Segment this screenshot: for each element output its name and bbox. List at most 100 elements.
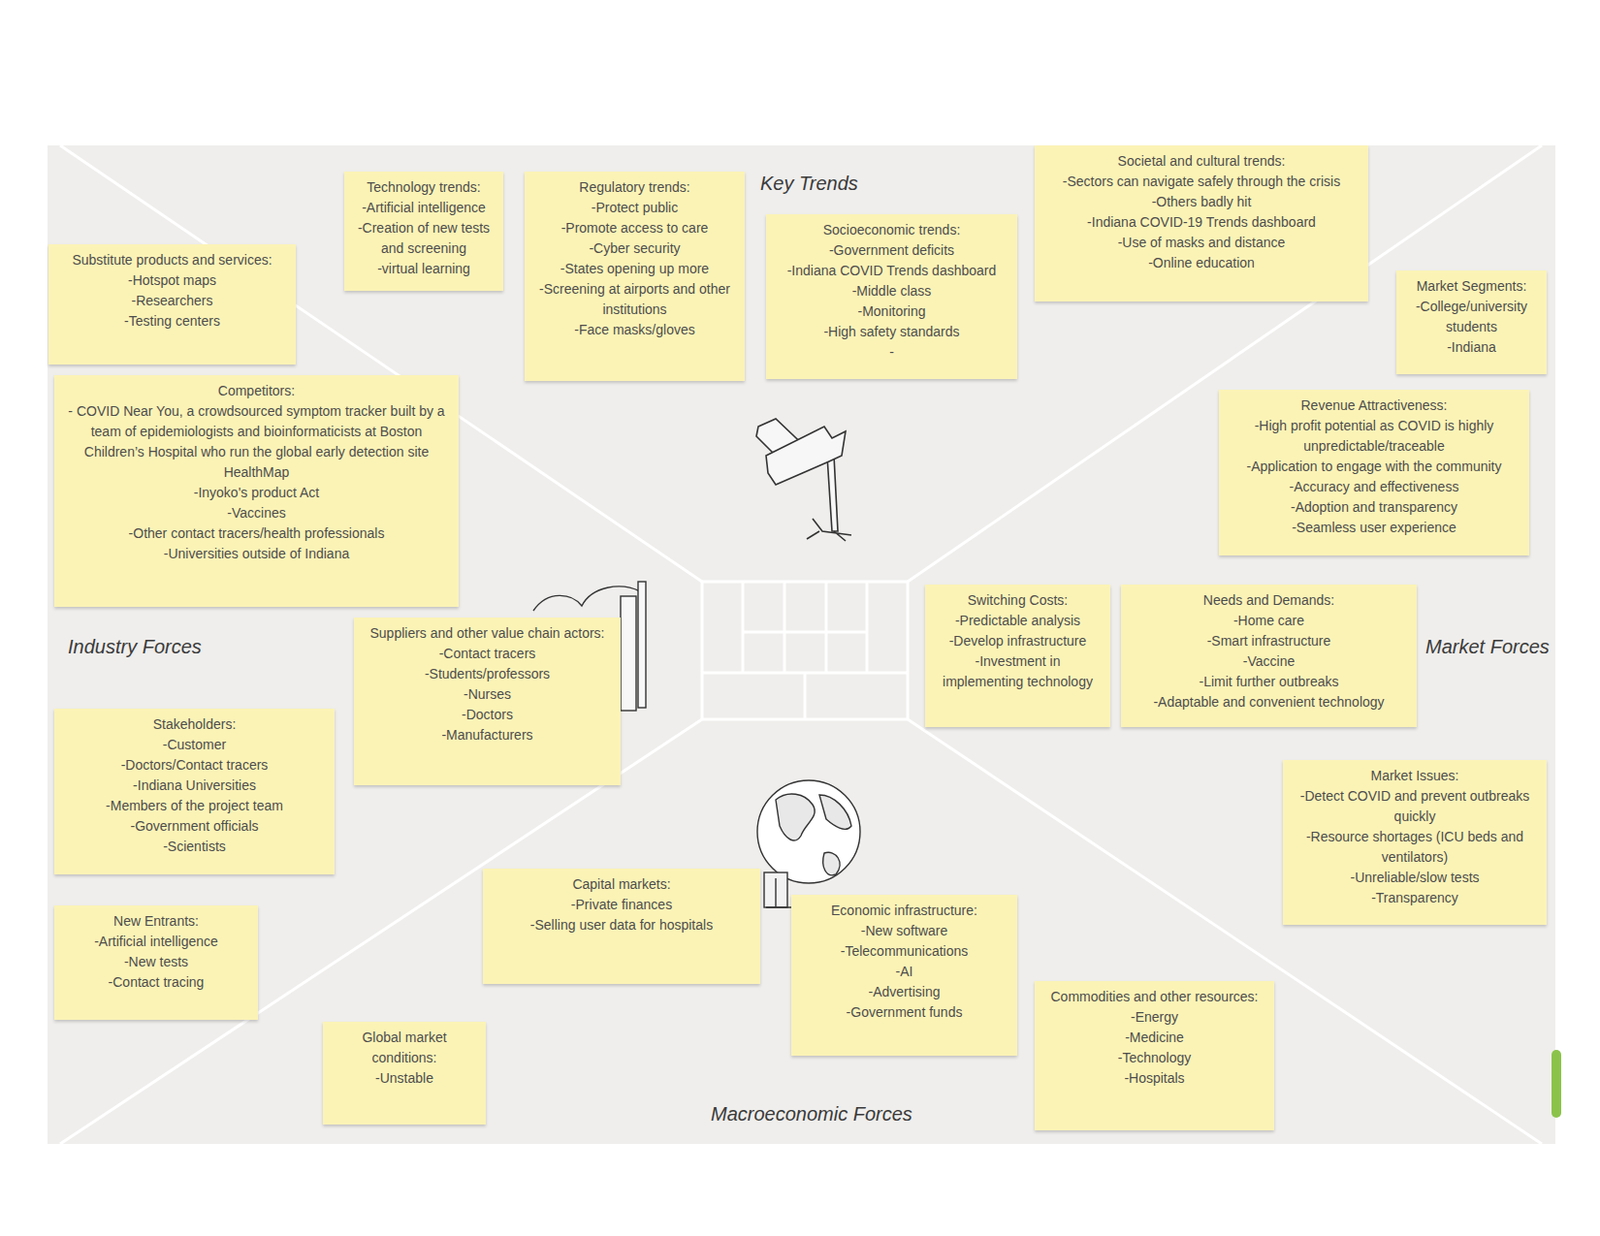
note-item: -Customer — [62, 735, 327, 756]
note-heading: Technology trends: — [352, 177, 496, 198]
side-tab — [1551, 1050, 1562, 1119]
note-item: -Government funds — [799, 1002, 1010, 1024]
note-item: -Other contact tracers/health profession… — [62, 523, 451, 544]
section-label: Industry Forces — [67, 636, 202, 659]
note-item: - COVID Near You, a crowdsourced symptom… — [62, 401, 451, 483]
note-item: -Government officials — [62, 816, 327, 837]
sticky-note: Switching Costs:-Predictable analysis-De… — [925, 584, 1111, 728]
note-item: -Use of masks and distance — [1042, 232, 1361, 254]
note-heading: Regulatory trends: — [532, 177, 737, 198]
note-item: -Develop infrastructure — [932, 631, 1103, 652]
note-item: -Seamless user experience — [1226, 517, 1522, 539]
note-item: -Universities outside of Indiana — [62, 544, 451, 565]
note-heading: Needs and Demands: — [1128, 590, 1409, 611]
section-label: Macroeconomic Forces — [710, 1103, 913, 1126]
sticky-note: Market Segments:-College/university stud… — [1396, 270, 1547, 375]
note-item: -Indiana — [1404, 337, 1539, 358]
note-item: -Indiana COVID Trends dashboard — [773, 260, 1010, 282]
note-item: -Unreliable/slow tests — [1290, 867, 1539, 889]
sticky-note: Suppliers and other value chain actors:-… — [353, 617, 621, 786]
note-item: -Promote access to care — [532, 218, 737, 239]
note-item: -Application to engage with the communit… — [1226, 456, 1522, 478]
sticky-note: Capital markets:-Private finances-Sellin… — [482, 868, 761, 985]
section-label: Market Forces — [1425, 636, 1550, 659]
note-item: -High safety standards — [773, 321, 1010, 343]
note-item: -Government deficits — [773, 240, 1010, 261]
note-item: -Accuracy and effectiveness — [1226, 477, 1522, 498]
note-item: -Indiana Universities — [62, 775, 327, 797]
note-item: -Adoption and transparency — [1226, 497, 1522, 518]
note-item: -Protect public — [532, 197, 737, 219]
note-item: -Contact tracers — [361, 643, 613, 665]
note-heading: Socioeconomic trends: — [773, 220, 1010, 241]
note-item: -Home care — [1128, 610, 1409, 632]
note-item: -New software — [799, 921, 1010, 942]
note-item: -Medicine — [1042, 1027, 1267, 1049]
note-item: -Inyoko's product Act — [62, 482, 451, 504]
note-item: -Hospitals — [1042, 1068, 1267, 1089]
note-heading: Switching Costs: — [932, 590, 1103, 611]
signpost-icon — [756, 418, 852, 542]
note-heading: Revenue Attractiveness: — [1226, 395, 1522, 416]
note-item: -Students/professors — [361, 664, 613, 685]
note-item: -Members of the project team — [62, 796, 327, 817]
globe-icon — [757, 780, 861, 908]
note-item: -Middle class — [773, 281, 1010, 302]
business-model-grid — [702, 581, 908, 720]
note-item: -virtual learning — [352, 258, 496, 280]
note-item: -Hotspot maps — [56, 270, 288, 291]
note-heading: Commodities and other resources: — [1042, 987, 1267, 1008]
canvas-panel — [47, 145, 1556, 1145]
section-label: Key Trends — [760, 172, 859, 195]
note-heading: Economic infrastructure: — [799, 900, 1010, 922]
note-heading: Stakeholders: — [62, 714, 327, 736]
sticky-note: New Entrants:-Artificial intelligence-Ne… — [54, 905, 258, 1021]
note-item: -Predictable analysis — [932, 610, 1103, 632]
note-item: -Nurses — [361, 684, 613, 705]
sticky-note: Socioeconomic trends:-Government deficit… — [766, 214, 1018, 380]
note-item: -Energy — [1042, 1007, 1267, 1028]
sticky-note: Commodities and other resources:-Energy-… — [1034, 981, 1275, 1131]
sticky-note: Regulatory trends:-Protect public-Promot… — [524, 171, 745, 382]
note-item: -Contact tracing — [62, 972, 251, 993]
note-item: -Investment in implementing technology — [932, 651, 1103, 693]
note-item: -Online education — [1042, 253, 1361, 274]
note-item: -Scientists — [62, 836, 327, 858]
sticky-note: Market Issues:-Detect COVID and prevent … — [1282, 760, 1547, 926]
sticky-note: Substitute products and services:-Hotspo… — [48, 244, 296, 365]
sticky-note: Competitors:- COVID Near You, a crowdsou… — [54, 375, 459, 608]
sticky-note: Societal and cultural trends:-Sectors ca… — [1034, 145, 1369, 302]
note-item: -Doctors/Contact tracers — [62, 755, 327, 776]
note-item: -Researchers — [56, 290, 288, 312]
note-item: -Technology — [1042, 1048, 1267, 1069]
note-item: -College/university students — [1404, 296, 1539, 338]
note-item: -Smart infrastructure — [1128, 631, 1409, 652]
note-item: -States opening up more — [532, 258, 737, 280]
sticky-note: Revenue Attractiveness:-High profit pote… — [1218, 389, 1530, 556]
note-item: -Transparency — [1290, 888, 1539, 909]
sticky-note: Technology trends:-Artificial intelligen… — [344, 171, 504, 291]
sticky-note: Needs and Demands:-Home care-Smart infra… — [1120, 584, 1417, 728]
note-item: -Selling user data for hospitals — [490, 915, 753, 936]
note-heading: Societal and cultural trends: — [1042, 151, 1361, 172]
note-item: - — [773, 342, 1010, 363]
note-item: -Advertising — [799, 982, 1010, 1003]
note-item: -Sectors can navigate safely through the… — [1042, 171, 1361, 192]
note-item: -High profit potential as COVID is highl… — [1226, 416, 1522, 457]
note-item: -Telecommunications — [799, 941, 1010, 962]
note-item: -AI — [799, 961, 1010, 983]
note-item: -Limit further outbreaks — [1128, 672, 1409, 693]
note-item: -Detect COVID and prevent outbreaks quic… — [1290, 786, 1539, 828]
note-item: -Monitoring — [773, 301, 1010, 322]
note-heading: Global market conditions: — [330, 1027, 479, 1069]
note-heading: Capital markets: — [490, 874, 753, 896]
note-item: -Screening at airports and other institu… — [532, 279, 737, 320]
note-item: -Creation of new tests and screening — [352, 218, 496, 259]
note-heading: Market Issues: — [1290, 766, 1539, 787]
note-item: -Indiana COVID-19 Trends dashboard — [1042, 212, 1361, 233]
note-heading: Substitute products and services: — [56, 250, 288, 271]
note-item: -Face masks/gloves — [532, 320, 737, 341]
note-item: -Private finances — [490, 895, 753, 916]
note-item: -Doctors — [361, 704, 613, 726]
note-item: -Adaptable and convenient technology — [1128, 692, 1409, 713]
